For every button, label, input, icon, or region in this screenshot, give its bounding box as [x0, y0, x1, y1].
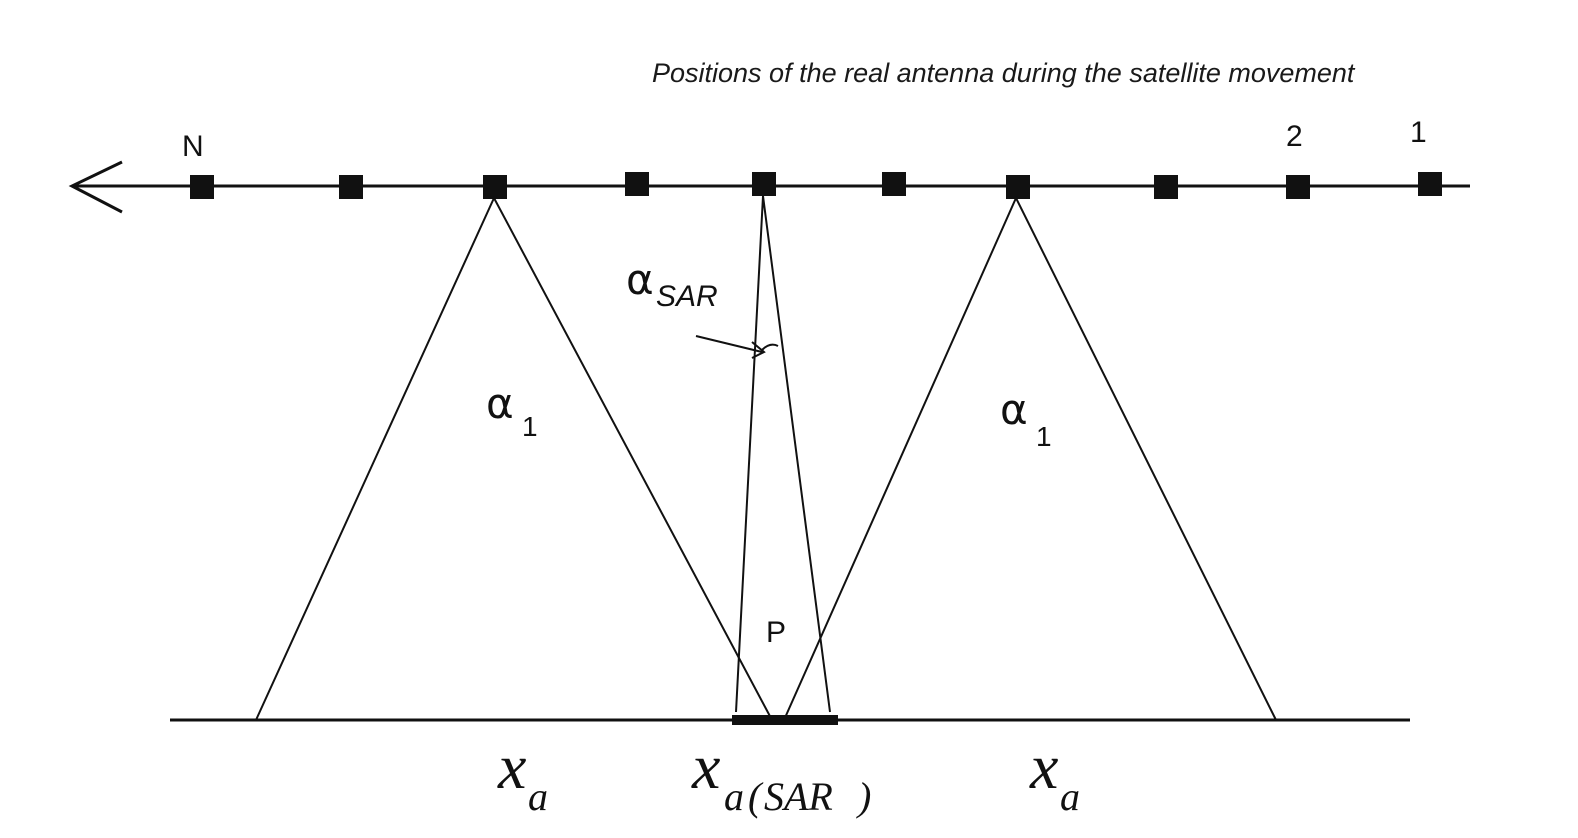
antenna-position-marker: [190, 175, 214, 199]
x-a-left-symbol: x: [497, 731, 526, 802]
alpha-1-left-subscript: 1: [522, 411, 538, 442]
x-a-sar-paren-close: ): [856, 774, 871, 819]
x-a-sar-subscript: a: [724, 774, 744, 819]
x-a-sar-text: SAR: [764, 774, 833, 819]
alpha-sar-pointer: [695, 335, 763, 353]
alpha-sar-pointer-arrowhead: [751, 341, 766, 359]
x-a-right-subscript: a: [1060, 774, 1080, 819]
antenna-position-marker: [625, 172, 649, 196]
left-real-beam: [255, 195, 773, 721]
position-label-n: N: [182, 130, 204, 163]
alpha-1-left-symbol: α: [486, 379, 514, 428]
direction-arrow-icon: [68, 160, 123, 214]
antenna-position-marker: [339, 175, 363, 199]
antenna-position-marker: [1154, 175, 1178, 199]
antenna-position-marker: [483, 175, 507, 199]
alpha-sar-symbol: α: [626, 255, 654, 304]
sar-beam: [735, 195, 831, 713]
x-a-right-symbol: x: [1029, 731, 1058, 802]
alpha-1-right-subscript: 1: [1036, 421, 1052, 452]
antenna-position-marker: [1006, 175, 1030, 199]
antenna-position-marker: [882, 172, 906, 196]
x-a-left-subscript: a: [528, 774, 548, 819]
antenna-positions: [190, 172, 1442, 199]
x-a-sar-paren-open: (: [748, 774, 764, 819]
point-p-label: P: [766, 616, 786, 649]
antenna-position-marker: [1286, 175, 1310, 199]
position-label-2: 2: [1286, 120, 1303, 153]
diagram-caption: Positions of the real antenna during the…: [652, 58, 1356, 88]
alpha-sar-angle-arc: [761, 343, 779, 351]
antenna-position-marker: [752, 172, 776, 196]
x-a-sar-symbol: x: [691, 731, 720, 802]
position-label-1: 1: [1410, 116, 1427, 149]
alpha-sar-subscript: SAR: [656, 280, 718, 313]
right-real-beam: [783, 195, 1277, 721]
alpha-1-right-symbol: α: [1000, 385, 1028, 434]
antenna-position-marker: [1418, 172, 1442, 196]
